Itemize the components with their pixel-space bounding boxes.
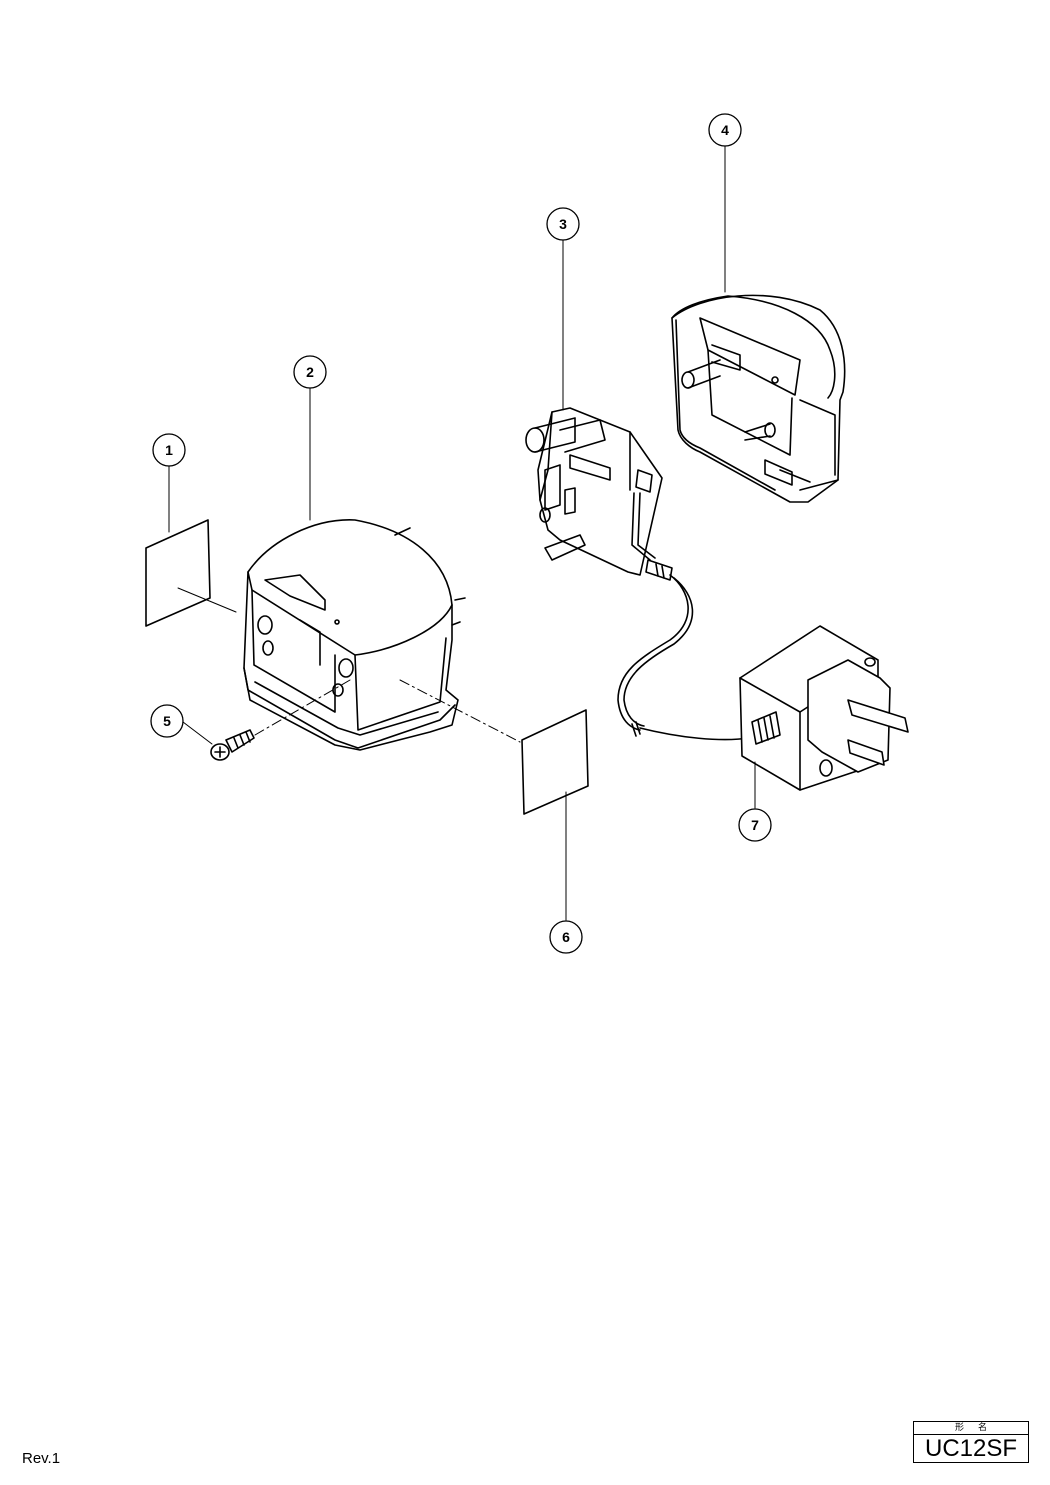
assembly-lines xyxy=(254,679,521,743)
label-plate-left-drawing xyxy=(145,519,211,627)
callout-number-4: 4 xyxy=(721,122,729,138)
callout-number-5: 5 xyxy=(163,713,171,729)
label-plate-right-drawing xyxy=(521,709,589,815)
power-cord xyxy=(639,727,751,741)
callout-number-6: 6 xyxy=(562,929,570,945)
callout-circle-4 xyxy=(708,113,742,147)
lower-housing-drawing xyxy=(671,294,846,503)
model-name: UC12SF xyxy=(924,1435,1018,1462)
callout-number-3: 3 xyxy=(559,216,567,232)
callout-circles xyxy=(150,113,772,954)
callout-number-1: 1 xyxy=(165,442,173,458)
circuit-board-drawing xyxy=(525,407,694,731)
leader-lines xyxy=(168,145,756,921)
callout-circle-5 xyxy=(150,704,184,738)
revision-label: Rev.1 xyxy=(22,1450,61,1467)
callout-circle-2 xyxy=(293,355,327,389)
model-title-block: 形名 UC12SF xyxy=(913,1421,1029,1463)
callout-circle-6 xyxy=(549,920,583,954)
callout-circle-7 xyxy=(738,808,772,842)
callout-number-2: 2 xyxy=(306,364,314,380)
callout-number-7: 7 xyxy=(751,817,759,833)
callout-circle-1 xyxy=(152,433,186,467)
callout-circle-3 xyxy=(546,207,580,241)
model-header: 形名 xyxy=(914,1422,1028,1435)
upper-housing-drawing xyxy=(243,519,466,751)
tapping-screw-drawing xyxy=(210,729,255,761)
plug-transformer-drawing xyxy=(739,625,909,791)
